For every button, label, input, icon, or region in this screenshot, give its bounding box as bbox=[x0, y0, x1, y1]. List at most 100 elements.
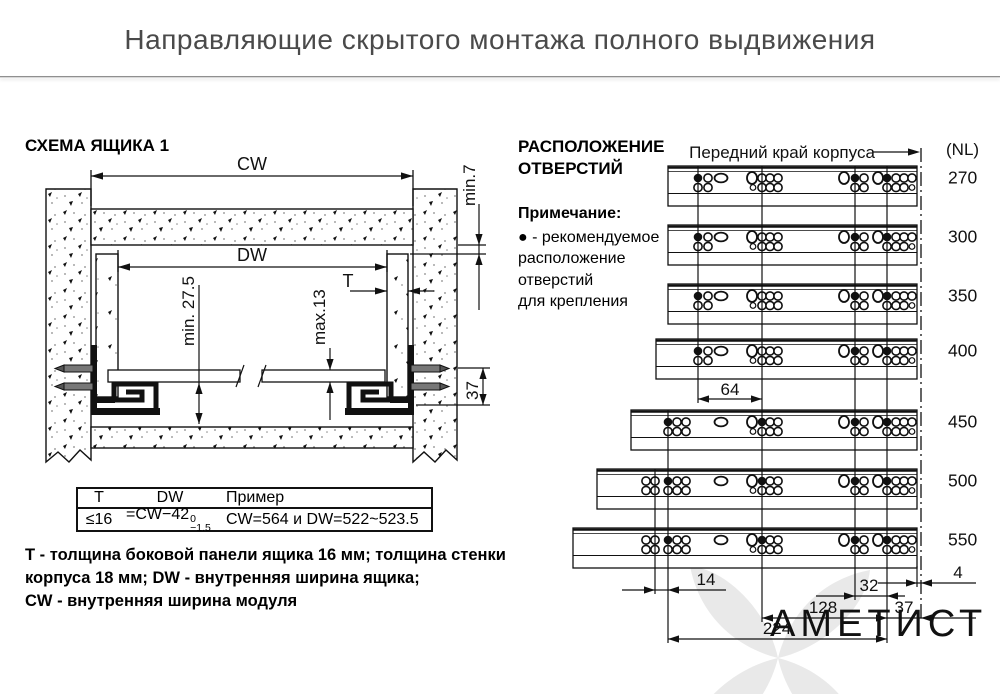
dw-tolerance-lower: −1.5 bbox=[190, 522, 211, 534]
dim-cw bbox=[90, 170, 414, 206]
hole-icon bbox=[891, 346, 901, 356]
hole-slot-icon bbox=[872, 230, 884, 244]
hole-icon bbox=[907, 417, 917, 427]
rail-length-label: 300 bbox=[948, 227, 977, 247]
hole-icon bbox=[773, 544, 783, 555]
hole-slot-icon bbox=[746, 171, 758, 185]
nl-column-label: (NL) bbox=[946, 140, 979, 159]
hole-icon bbox=[859, 182, 869, 193]
dim-37-label: 37 bbox=[463, 381, 482, 400]
hole-icon bbox=[773, 291, 783, 301]
hole-small-icon bbox=[749, 487, 757, 494]
dimension-224: 224 bbox=[668, 619, 887, 643]
hole-icon bbox=[773, 355, 783, 366]
dim-cw-label: CW bbox=[237, 154, 267, 174]
hole-icon bbox=[907, 476, 917, 486]
dimension-64: 64 bbox=[698, 380, 762, 403]
hole-small-icon bbox=[749, 184, 757, 191]
dimension-label: 4 bbox=[953, 563, 962, 582]
note-title: Примечание: bbox=[518, 205, 622, 222]
hole-icon bbox=[773, 476, 783, 486]
hole-icon bbox=[773, 232, 783, 242]
dim-t-label: T bbox=[343, 271, 354, 291]
hole-icon bbox=[891, 173, 901, 183]
hole-icon bbox=[765, 300, 775, 311]
hole-small-icon bbox=[749, 428, 757, 435]
hole-oval-icon bbox=[713, 416, 729, 428]
hole-oval-icon bbox=[713, 290, 729, 302]
hole-icon bbox=[907, 535, 917, 545]
hole-icon bbox=[859, 355, 869, 366]
cabinet-wall-right bbox=[412, 188, 458, 464]
note-line: для крепления bbox=[518, 293, 628, 310]
arrow bbox=[887, 592, 898, 600]
hole-icon bbox=[765, 544, 775, 555]
arrow bbox=[762, 614, 773, 622]
hole-icon bbox=[859, 535, 869, 545]
drawer-schema-title: СХЕМА ЯЩИКА 1 bbox=[25, 136, 170, 155]
rail-550 bbox=[572, 527, 918, 569]
arrow bbox=[401, 172, 413, 180]
rail-450 bbox=[630, 409, 918, 451]
hole-icon bbox=[681, 426, 691, 437]
footnotes: Т - толщина боковой панели ящика 16 мм; … bbox=[25, 544, 506, 613]
hole-icon bbox=[703, 241, 713, 252]
holes-title-line1: РАСПОЛОЖЕНИЕ bbox=[518, 137, 665, 156]
hole-icon bbox=[672, 476, 682, 486]
hole-icon bbox=[891, 476, 901, 486]
hole-icon bbox=[672, 544, 682, 555]
arrow bbox=[408, 287, 420, 295]
hole-slot-icon bbox=[746, 230, 758, 244]
hole-oval-icon bbox=[713, 534, 729, 546]
hole-icon bbox=[681, 417, 691, 427]
hole-icon bbox=[891, 300, 901, 311]
watermark-logo-icon bbox=[690, 566, 870, 694]
hole-slot-icon bbox=[838, 533, 850, 547]
arrow bbox=[876, 635, 887, 643]
hole-icon bbox=[773, 346, 783, 356]
hole-slot-icon bbox=[872, 344, 884, 358]
arrow bbox=[644, 586, 655, 594]
hole-slot-icon bbox=[838, 289, 850, 303]
hole-icon bbox=[773, 182, 783, 193]
hole-icon bbox=[681, 485, 691, 496]
hole-small-icon bbox=[908, 487, 916, 494]
dimension-128: 128 bbox=[762, 598, 887, 622]
hole-icon bbox=[681, 535, 691, 545]
hole-icon bbox=[773, 173, 783, 183]
header-divider bbox=[0, 76, 1000, 78]
dim-dw bbox=[117, 250, 388, 272]
hole-icon bbox=[899, 355, 909, 366]
hole-slot-icon bbox=[838, 474, 850, 488]
dimension-label: 37 bbox=[895, 598, 914, 617]
hole-icon bbox=[859, 476, 869, 486]
drawer-cross-section-diagram: CW DW min.7 T min. 27.5 bbox=[45, 154, 490, 464]
watermark-petal-icon bbox=[778, 570, 870, 658]
hole-icon bbox=[641, 544, 651, 555]
hole-icon bbox=[859, 291, 869, 301]
dimension-4: 4 bbox=[878, 563, 976, 587]
dimension-label: 64 bbox=[721, 380, 740, 399]
hole-icon bbox=[773, 417, 783, 427]
hole-icon bbox=[899, 300, 909, 311]
hole-icon bbox=[773, 485, 783, 496]
hole-slot-icon bbox=[838, 230, 850, 244]
watermark-petal-icon bbox=[778, 658, 866, 694]
arrow bbox=[118, 263, 130, 271]
holes-placement-title: РАСПОЛОЖЕНИЕ ОТВЕРСТИЙ bbox=[518, 136, 664, 180]
front-edge-arrowhead bbox=[908, 148, 920, 156]
hole-icon bbox=[891, 232, 901, 242]
hole-icon bbox=[672, 535, 682, 545]
hole-icon bbox=[859, 300, 869, 311]
hole-slot-icon bbox=[872, 289, 884, 303]
arrow bbox=[844, 592, 855, 600]
hole-icon bbox=[899, 291, 909, 301]
dimension-37: 37 bbox=[887, 598, 976, 622]
dim-min7-label: min.7 bbox=[460, 164, 479, 206]
hole-icon bbox=[641, 535, 651, 545]
hole-small-icon bbox=[749, 546, 757, 553]
hole-slot-icon bbox=[746, 533, 758, 547]
